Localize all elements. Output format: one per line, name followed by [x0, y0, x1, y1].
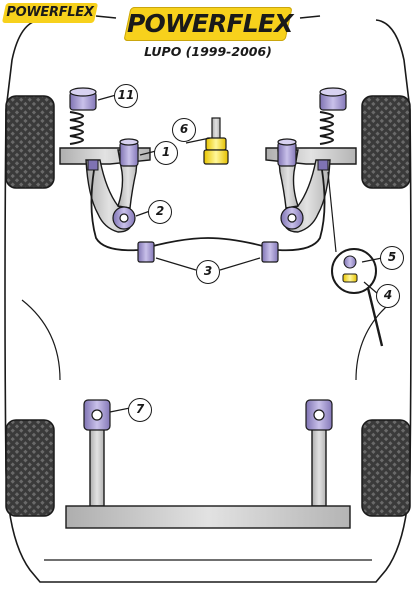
arb-bush-left [137, 241, 155, 263]
powerflex-logo: POWERFLEX [123, 7, 293, 41]
rear-beam-axle [65, 419, 351, 529]
arb-bush-right [261, 241, 279, 263]
engine-mount-insert [203, 117, 229, 165]
front-anti-roll-bar [90, 169, 326, 252]
callout-1: 1 [154, 141, 178, 165]
callout-7: 7 [128, 398, 152, 422]
tyre-rear-left [5, 419, 55, 517]
powerflex-logo-small: POWERFLEX [1, 3, 99, 23]
model-title: LUPO (1999-2006) [144, 44, 272, 59]
wishbone-front-bush-left [119, 138, 139, 167]
arb-bush-pointer-lines [155, 257, 261, 271]
top-mount-right [319, 87, 347, 111]
callout-5: 5 [380, 246, 404, 270]
front-left-spring [69, 111, 84, 145]
corner-logo-text: POWERFLEX [6, 5, 94, 20]
wishbone-rear-bush-right [280, 206, 304, 230]
rear-beam-bush-right [305, 399, 333, 431]
wishbone-rear-bush-left [112, 206, 136, 230]
tyre-front-right [361, 95, 411, 189]
tyre-rear-right [361, 419, 411, 517]
callout-2: 2 [148, 200, 172, 224]
callout-6: 6 [172, 118, 196, 142]
front-right-spring [319, 111, 334, 145]
callout-leaders [97, 94, 383, 413]
car-body-outline [4, 15, 412, 583]
magnifier-pointer [327, 171, 337, 253]
magnifier-icon [331, 248, 384, 347]
top-mount-left [69, 87, 97, 111]
rear-beam-bush-left [83, 399, 111, 431]
balljoint-left [87, 159, 99, 171]
main-logo-text: POWERFLEX [127, 9, 293, 38]
wishbone-front-bush-right [277, 138, 297, 167]
callout-4: 4 [376, 284, 400, 308]
balljoint-right [317, 159, 329, 171]
callout-3: 3 [196, 260, 220, 284]
callout-11: 11 [114, 84, 138, 108]
tyre-front-left [5, 95, 55, 189]
